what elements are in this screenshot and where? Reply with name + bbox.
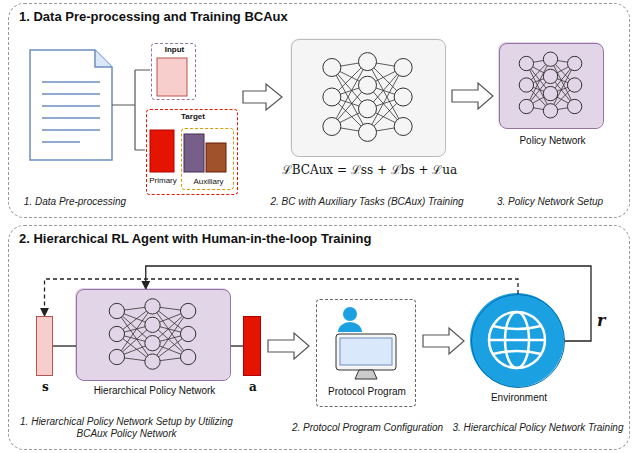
- net-neuron: [394, 88, 412, 106]
- document-line: [42, 129, 100, 131]
- net-neuron: [394, 118, 412, 136]
- box-label: Protocol Program: [317, 386, 417, 398]
- net-neuron: [180, 326, 195, 341]
- box-label: Policy Network: [485, 135, 620, 147]
- panel: InputAuxiliary TargetPrimary ℒBCAux = ℒss …: [8, 3, 630, 218]
- net-neuron: [109, 303, 124, 318]
- box-label: Hierarchical Policy Network: [62, 385, 247, 397]
- step-caption: 3. Policy Network Setup: [480, 196, 620, 208]
- auxiliary-bar: [184, 134, 204, 172]
- computer-monitor: [336, 334, 396, 370]
- policy-network-box: Hierarchical Policy Network: [76, 289, 231, 381]
- step-caption: 1. Hierarchical Policy Network Setup by …: [14, 416, 239, 440]
- auxiliary-group: Auxiliary: [181, 128, 234, 190]
- net-neuron: [543, 69, 557, 83]
- edge-label: r: [595, 311, 607, 330]
- split-bracket: [112, 70, 150, 150]
- net-neuron: [323, 59, 341, 77]
- vector-label: a: [234, 380, 272, 394]
- auxiliary-bar: [206, 143, 226, 172]
- document-lines: [42, 82, 100, 142]
- net-neuron: [567, 56, 581, 70]
- target-group: Auxiliary TargetPrimary: [146, 109, 238, 195]
- net-neuron: [543, 104, 557, 118]
- environment-fill: [470, 293, 564, 387]
- step-caption: 2. BC with Auxiliary Tasks (BCAux) Train…: [262, 196, 472, 208]
- net-neuron: [359, 100, 377, 118]
- net-neuron: [109, 326, 124, 341]
- net-neuron: [323, 88, 341, 106]
- action-vector: a: [243, 316, 261, 376]
- document-fold: [95, 50, 112, 67]
- net-neuron: [323, 118, 341, 136]
- globe-latitude: [493, 326, 541, 354]
- person-body: [338, 322, 362, 332]
- computer-screen: [340, 338, 392, 365]
- net-neuron: [359, 76, 377, 94]
- loss-formula: ℒBCAux = ℒss + ℒbs + ℒua: [272, 163, 467, 177]
- bar-label: Primary: [145, 176, 181, 186]
- hollow-arrow: [452, 83, 493, 109]
- primary-bar: [150, 130, 174, 172]
- person-head: [343, 307, 357, 321]
- net-neuron: [519, 56, 533, 70]
- document-line: [42, 117, 100, 119]
- net-neuron: [519, 78, 533, 92]
- net-neuron: [543, 86, 557, 100]
- net-neuron: [567, 99, 581, 113]
- flow-line: [53, 345, 76, 346]
- document-icon: [30, 50, 112, 160]
- step-caption: 2. Protocol Program Configuration: [285, 422, 450, 434]
- flow-line: [146, 266, 591, 341]
- net-neuron: [180, 303, 195, 318]
- group-label: Input: [152, 45, 197, 55]
- globe-outline: [489, 312, 545, 368]
- hollow-arrow: [243, 84, 282, 110]
- net-neuron: [145, 354, 160, 369]
- panel-title: 2. Hierarchical RL Agent with Human-in-t…: [19, 231, 579, 247]
- network-box: ℒBCAux = ℒss + ℒbs + ℒua: [291, 39, 446, 157]
- protocol-box: Protocol Program: [316, 299, 416, 407]
- document-line: [42, 93, 100, 95]
- policy-network-box: Policy Network: [499, 43, 604, 129]
- document-line: [42, 105, 100, 107]
- flow-line: [231, 345, 243, 346]
- panel-title: 1. Data Pre-processing and Training BCAu…: [19, 9, 579, 25]
- hollow-arrow: [268, 333, 309, 359]
- computer-stand: [355, 370, 377, 379]
- input-group: Input: [151, 43, 196, 100]
- network-fill: [75, 288, 230, 380]
- vector-label: s: [27, 380, 64, 394]
- network-fill: [498, 42, 603, 128]
- group-label: Target: [147, 112, 239, 122]
- net-neuron: [543, 52, 557, 66]
- input-bar: [157, 58, 187, 96]
- net-neuron: [145, 336, 160, 351]
- step-caption: 3. Hierarchical Policy Network Training: [448, 422, 628, 434]
- state-vector: s: [36, 316, 53, 376]
- net-neuron: [519, 99, 533, 113]
- network-fill: [290, 38, 445, 156]
- net-neuron: [394, 59, 412, 77]
- box-label: Environment: [452, 392, 586, 404]
- net-neuron: [145, 317, 160, 332]
- document-line: [42, 81, 100, 83]
- document-line: [42, 141, 80, 143]
- net-neuron: [109, 349, 124, 364]
- net-neuron: [359, 123, 377, 141]
- globe-icon: [489, 312, 545, 368]
- step-caption: 1. Data Pre-processing: [15, 196, 135, 208]
- net-neuron: [567, 78, 581, 92]
- bar-label: Auxiliary: [182, 177, 235, 187]
- globe-equator: [489, 339, 545, 342]
- net-neuron: [180, 349, 195, 364]
- environment-circle: Environment: [471, 294, 565, 388]
- net-neuron: [145, 299, 160, 314]
- hollow-arrow: [423, 328, 464, 354]
- net-neuron: [359, 53, 377, 71]
- flow-line: [45, 279, 519, 316]
